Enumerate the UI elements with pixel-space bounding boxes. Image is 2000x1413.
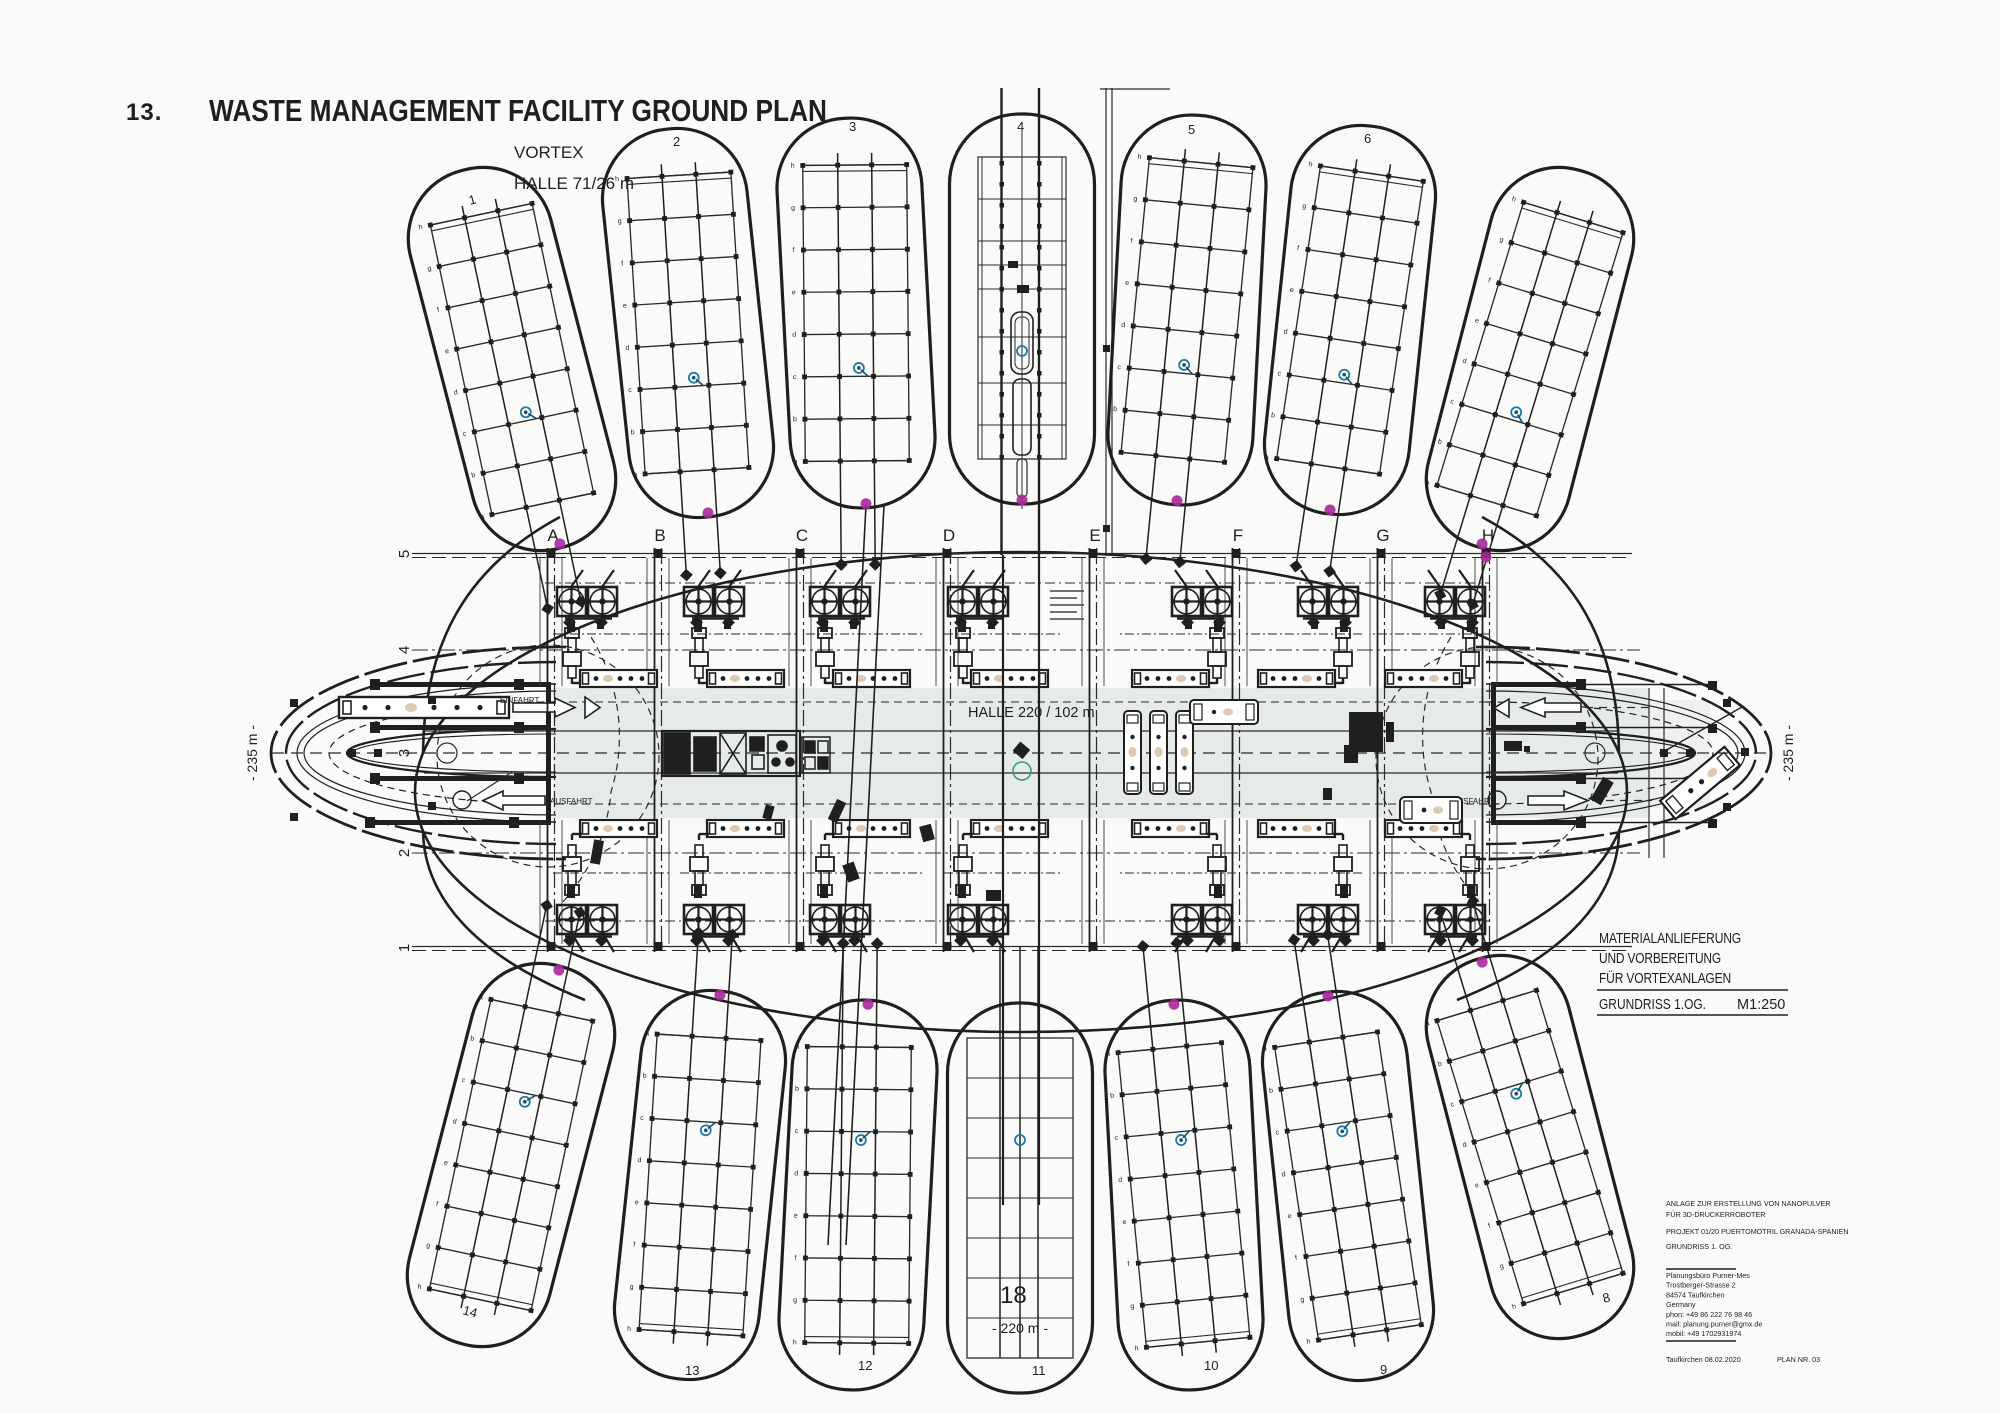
svg-text:8: 8 [1601,1290,1612,1306]
svg-text:PROJEKT 01/20 PUERTOMOTRIL GRA: PROJEKT 01/20 PUERTOMOTRIL GRANADA-SPANI… [1666,1227,1849,1236]
svg-text:18: 18 [1000,1282,1027,1309]
svg-text:D: D [943,526,955,545]
svg-text:mail: planung.purner@gmx.de: mail: planung.purner@gmx.de [1666,1320,1762,1329]
svg-text:G: G [1376,526,1389,545]
svg-text:FÜR VORTEXANLAGEN: FÜR VORTEXANLAGEN [1599,969,1731,987]
svg-text:MATERIALANLIEFERUNG: MATERIALANLIEFERUNG [1599,931,1741,947]
svg-text:EINFAHRT: EINFAHRT [500,696,540,705]
svg-text:14: 14 [461,1302,479,1320]
svg-text:B: B [654,526,665,545]
svg-text:- 220 m -: - 220 m - [992,1320,1048,1336]
svg-text:M1:250: M1:250 [1737,997,1785,1013]
svg-text:mobil: +49 1702931974: mobil: +49 1702931974 [1666,1329,1741,1338]
svg-text:F: F [1233,526,1243,545]
svg-text:HALLE 71/26 m: HALLE 71/26 m [514,174,634,193]
svg-text:1: 1 [396,944,413,952]
svg-text:PLAN NR. 03: PLAN NR. 03 [1777,1355,1820,1364]
svg-text:- 235 m -: - 235 m - [244,725,260,781]
svg-text:Trostberger-Strasse 2: Trostberger-Strasse 2 [1666,1281,1736,1290]
svg-text:3: 3 [396,749,413,757]
svg-text:6: 6 [1364,131,1371,146]
svg-text:Taufkirchen 08.02.2020: Taufkirchen 08.02.2020 [1666,1355,1741,1364]
svg-text:2: 2 [396,849,413,857]
svg-text:11: 11 [1032,1363,1046,1378]
svg-text:GRUNDRISS 1.OG.: GRUNDRISS 1.OG. [1599,997,1706,1013]
svg-text:WASTE MANAGEMENT FACILITY GROU: WASTE MANAGEMENT FACILITY GROUND PLAN [209,93,827,128]
svg-text:1: 1 [467,192,478,208]
svg-text:13.: 13. [126,99,162,126]
svg-text:4: 4 [1017,119,1024,134]
svg-text:2: 2 [673,134,680,149]
svg-text:4: 4 [396,646,413,654]
svg-text:ANLAGE ZUR ERSTELLUNG VON NANO: ANLAGE ZUR ERSTELLUNG VON NANOPULVER [1666,1199,1830,1208]
svg-text:UND VORBEREITUNG: UND VORBEREITUNG [1599,951,1721,967]
svg-text:10: 10 [1204,1358,1218,1373]
svg-text:9: 9 [1380,1362,1387,1377]
svg-text:phon: +49 86 222 76 98 46: phon: +49 86 222 76 98 46 [1666,1310,1752,1319]
svg-text:12: 12 [858,1358,872,1373]
svg-text:13: 13 [685,1363,699,1378]
svg-text:- 235 m -: - 235 m - [1780,725,1796,781]
svg-text:GRUNDRISS 1. OG.: GRUNDRISS 1. OG. [1666,1242,1732,1251]
svg-text:Germany: Germany [1666,1300,1696,1309]
svg-text:Planungsbüro Purner-Mes: Planungsbüro Purner-Mes [1666,1271,1750,1280]
svg-text:5: 5 [396,550,413,558]
svg-text:VORTEX: VORTEX [514,143,584,162]
svg-text:AUSFAHRT: AUSFAHRT [1452,797,1495,806]
svg-text:HALLE 220 / 102 m: HALLE 220 / 102 m [968,705,1095,721]
svg-text:C: C [796,526,808,545]
svg-text:3: 3 [849,119,856,134]
svg-text:E: E [1089,526,1100,545]
svg-text:AUSFAHRT: AUSFAHRT [550,797,593,806]
svg-text:5: 5 [1188,122,1195,137]
svg-text:FÜR 3D-DRUCKERROBOTER: FÜR 3D-DRUCKERROBOTER [1666,1210,1765,1219]
svg-text:84574 Taufkirchen: 84574 Taufkirchen [1666,1290,1725,1299]
